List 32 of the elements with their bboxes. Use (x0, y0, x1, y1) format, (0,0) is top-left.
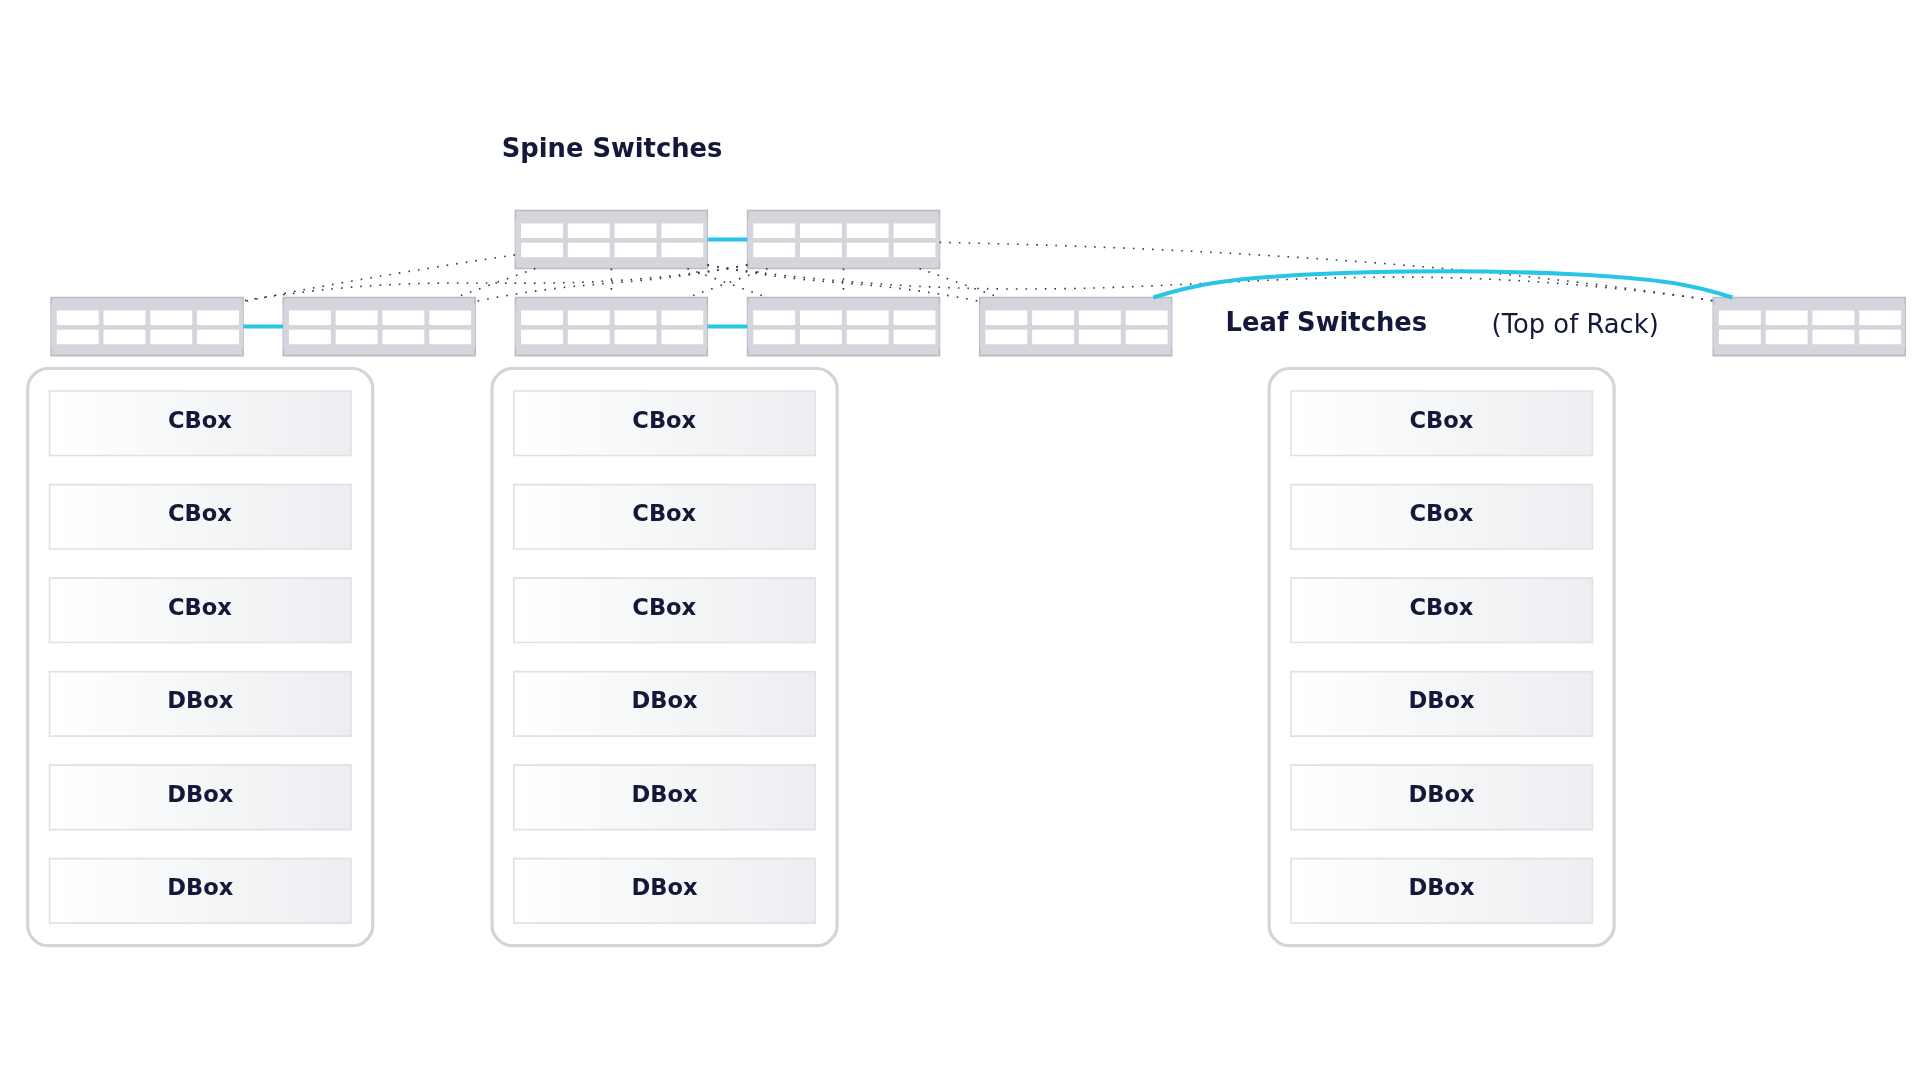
node-box: CBox (1290, 389, 1594, 456)
node-box: DBox (48, 670, 352, 737)
node-box: DBox (513, 763, 817, 830)
node-box: CBox (513, 483, 817, 550)
cluster (1267, 366, 1616, 947)
connector (707, 237, 748, 242)
node-box: CBox (513, 389, 817, 456)
connector (707, 324, 748, 329)
connector (243, 324, 284, 329)
node-box: DBox (1290, 763, 1594, 830)
connector (686, 267, 769, 298)
cluster (490, 366, 839, 947)
node-box: CBox (48, 389, 352, 456)
node-box: CBox (1290, 483, 1594, 550)
connector (242, 263, 749, 302)
cluster (26, 366, 375, 947)
node-box: DBox (48, 763, 352, 830)
node-box: CBox (48, 483, 352, 550)
node-box: CBox (48, 576, 352, 643)
node-box: CBox (513, 576, 817, 643)
label: (Top of Rack) (1491, 308, 1659, 339)
node-box: DBox (513, 857, 817, 924)
node-box: CBox (1290, 576, 1594, 643)
node-box: DBox (1290, 670, 1594, 737)
connector (474, 263, 749, 302)
connector (938, 241, 1714, 302)
node-box: DBox (48, 857, 352, 924)
node-box: DBox (1290, 857, 1594, 924)
label: Leaf Switches (1225, 306, 1428, 337)
label: Spine Switches (501, 132, 723, 163)
connector (1152, 268, 1733, 299)
node-box: DBox (513, 670, 817, 737)
